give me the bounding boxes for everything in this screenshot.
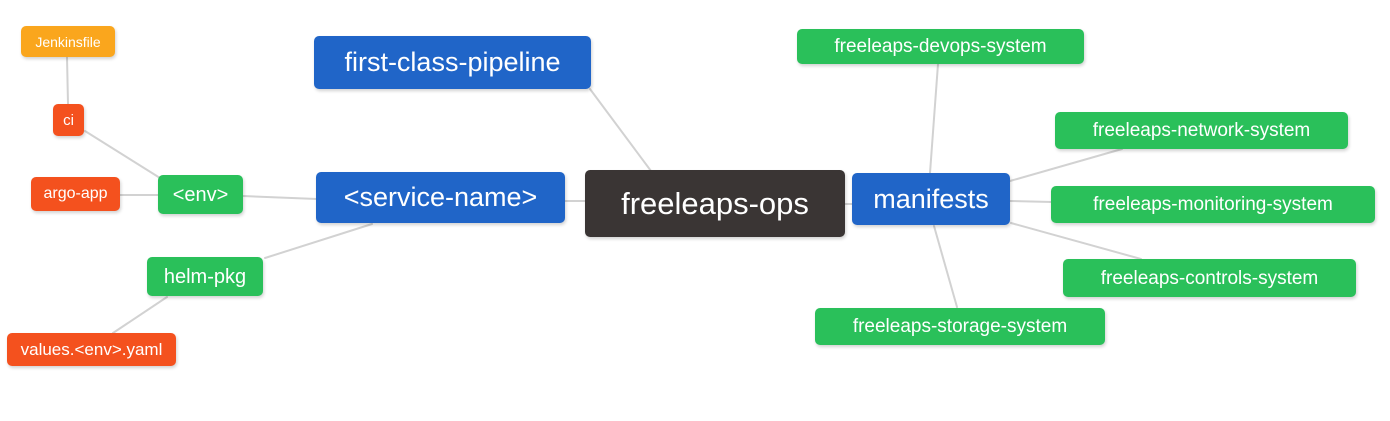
node-env[interactable]: <env> [158,175,243,214]
edge-helm-service [264,223,373,259]
edge-manifests-network [1009,148,1123,182]
node-freeleaps-network-system[interactable]: freeleaps-network-system [1055,112,1348,149]
node-freeleaps-devops-system[interactable]: freeleaps-devops-system [797,29,1084,64]
edge-jenkinsfile-ci [66,56,69,105]
edge-manifests-devops [929,63,939,174]
node-freeleaps-controls-system[interactable]: freeleaps-controls-system [1063,259,1356,297]
node-freeleaps-ops-root[interactable]: freeleaps-ops [585,170,845,237]
edge-env-service [242,195,318,200]
node-first-class-pipeline[interactable]: first-class-pipeline [314,36,591,89]
node-freeleaps-monitoring-system[interactable]: freeleaps-monitoring-system [1051,186,1375,223]
edge-pipeline-root [589,88,652,172]
edge-ci-env [84,130,161,179]
node-jenkinsfile[interactable]: Jenkinsfile [21,26,115,57]
edge-manifests-controls [1010,222,1142,260]
node-argo-app[interactable]: argo-app [31,177,120,211]
edge-manifests-storage [933,225,958,308]
node-values-env-yaml[interactable]: values.<env>.yaml [7,333,176,366]
node-helm-pkg[interactable]: helm-pkg [147,257,263,296]
edge-manifests-monitoring [1009,200,1053,203]
node-manifests[interactable]: manifests [852,173,1010,225]
node-freeleaps-storage-system[interactable]: freeleaps-storage-system [815,308,1105,345]
node-service-name[interactable]: <service-name> [316,172,565,223]
edge-helm-values [112,296,168,334]
node-ci[interactable]: ci [53,104,84,136]
